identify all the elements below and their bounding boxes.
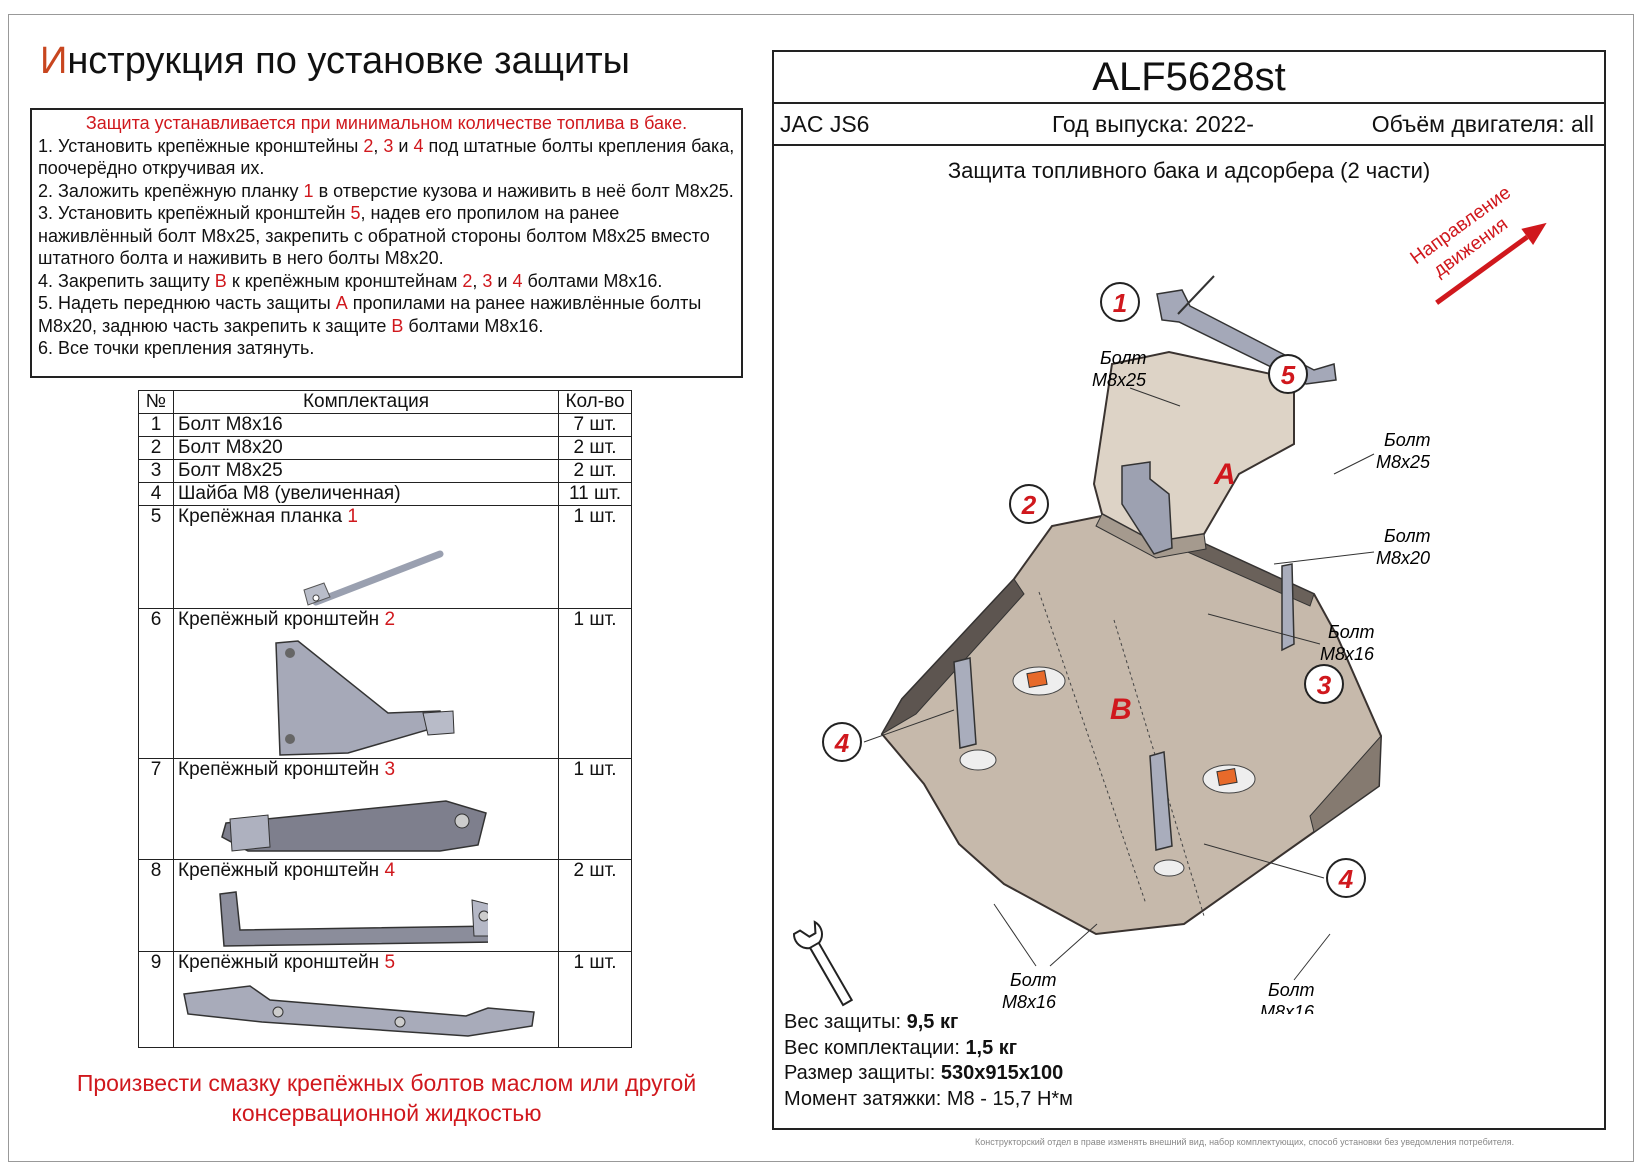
svg-text:М8х16: М8х16: [1260, 1002, 1315, 1014]
step-3: 3. Установить крепёжный кронштейн 5, над…: [38, 203, 710, 268]
callout-3: 3: [1304, 664, 1344, 704]
product-panel: ALF5628st JAC JS6 Год выпуска: 2022- Объ…: [772, 50, 1606, 1130]
svg-text:Болт: Болт: [1268, 980, 1314, 1000]
instructions-head: Защита устанавливается при минимальном к…: [85, 113, 688, 133]
svg-text:М8х16: М8х16: [1320, 644, 1375, 664]
specs: Вес защиты: 9,5 кг Вес комплектации: 1,5…: [784, 1010, 1073, 1112]
step-5: 5. Надеть переднюю часть защиты А пропил…: [38, 293, 702, 336]
bracket-4b-shape: [1149, 751, 1173, 851]
callout-4b: 4: [1326, 858, 1366, 898]
bracket-3-icon: [221, 800, 487, 852]
callout-1: 1: [1100, 282, 1140, 322]
step-2: 2. Заложить крепёжную планку 1 в отверст…: [38, 180, 734, 201]
part-b-label: B: [1110, 693, 1132, 726]
car-model: JAC JS6: [780, 111, 870, 137]
svg-text:1: 1: [1113, 288, 1127, 318]
engine-volume: Объём двигателя: all: [1371, 111, 1594, 137]
callout-5: 5: [1268, 354, 1308, 394]
bracket-4a-shape: [953, 657, 977, 749]
svg-text:Болт: Болт: [1010, 970, 1056, 990]
spec-torque: Момент затяжки: М8 - 15,7 Н*м: [784, 1087, 1073, 1110]
svg-text:Болт: Болт: [1100, 348, 1146, 368]
bracket-2-icon: [275, 640, 455, 756]
model-year: Год выпуска: 2022-: [1052, 111, 1254, 137]
step-4: 4. Закрепить защиту В к крепёжным кроншт…: [38, 270, 663, 291]
product-code: ALF5628st: [774, 52, 1604, 104]
leader-lines: [863, 387, 1375, 981]
svg-text:3: 3: [1317, 670, 1332, 700]
spec-weight: Вес защиты: 9,5 кг: [784, 1011, 959, 1033]
spec-size: Размер защиты: 530х915х100: [784, 1062, 1064, 1084]
direction-arrow-icon: [1435, 222, 1547, 305]
instructions-box: Защита устанавливается при минимальном к…: [30, 108, 743, 378]
product-subtitle: Защита топливного бака и адсорбера (2 ча…: [947, 158, 1431, 183]
svg-text:М8х20: М8х20: [1376, 548, 1430, 568]
title-first-letter: И: [40, 40, 68, 82]
lubrication-note: Произвести смазку крепёжных болтов масло…: [76, 1070, 697, 1126]
bracket-4-icon: [219, 891, 488, 947]
mounting-strip-icon: [303, 550, 444, 606]
bracket-2-shape: [1121, 461, 1173, 555]
step-6: 6. Все точки крепления затянуть.: [38, 338, 315, 358]
page-title: Инструкция по установке защиты: [40, 40, 630, 83]
svg-text:2: 2: [1021, 490, 1037, 520]
svg-text:М8х16: М8х16: [1002, 992, 1057, 1012]
svg-text:5: 5: [1281, 360, 1296, 390]
wrench-icon: [792, 920, 854, 1007]
step-1: 1. Установить крепёжные кронштейны 2, 3 …: [38, 135, 735, 179]
part-a-label: A: [1213, 458, 1236, 491]
footer-note: Конструкторский отдел в праве изменять в…: [975, 1137, 1515, 1147]
kit-header-name: Комплектация: [173, 390, 559, 414]
svg-text:4: 4: [1338, 864, 1354, 894]
kit-header-qty: Кол-во: [558, 390, 632, 414]
svg-text:М8х25: М8х25: [1376, 452, 1431, 472]
callout-2: 2: [1009, 484, 1049, 524]
svg-text:Болт: Болт: [1384, 430, 1430, 450]
installation-diagram: Направление движения A B 1: [792, 182, 1547, 1014]
callout-4a: 4: [822, 722, 862, 762]
product-meta: JAC JS6 Год выпуска: 2022- Объём двигате…: [774, 104, 1604, 146]
bracket-3-shape: [1281, 563, 1295, 652]
svg-text:Болт: Болт: [1328, 622, 1374, 642]
svg-text:Болт: Болт: [1384, 526, 1430, 546]
kit-header-num: №: [138, 390, 174, 414]
title-rest: нструкция по установке защиты: [67, 40, 630, 82]
spec-kit-weight: Вес комплектации: 1,5 кг: [784, 1036, 1018, 1059]
page-border: [8, 14, 1634, 1162]
svg-text:М8х25: М8х25: [1092, 370, 1147, 390]
svg-text:4: 4: [834, 728, 850, 758]
bracket-5-icon: [183, 985, 535, 1037]
